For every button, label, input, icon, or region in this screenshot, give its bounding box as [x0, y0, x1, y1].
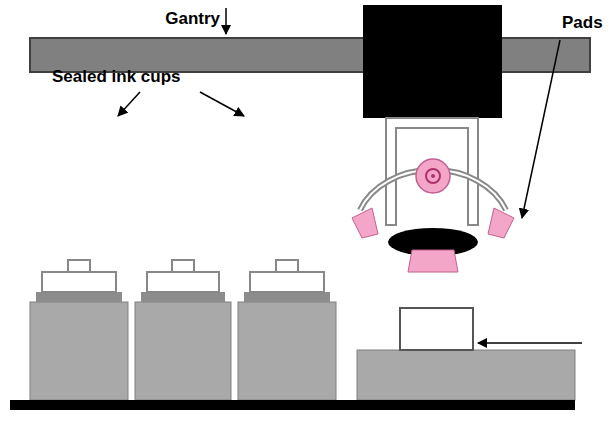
pad	[416, 159, 450, 193]
part-stand	[357, 350, 575, 400]
leader-line	[522, 40, 560, 218]
pad	[352, 208, 378, 238]
leader-line	[478, 342, 582, 344]
part-label: Gantry	[165, 10, 220, 29]
leader-line	[118, 92, 140, 116]
carriage-block	[363, 5, 502, 118]
part-label: Pads	[562, 14, 603, 33]
printed-part	[400, 308, 473, 350]
leader-line	[225, 8, 227, 34]
ink-cups	[30, 260, 336, 400]
pad	[488, 208, 514, 238]
part-label: Sealed ink cups	[52, 68, 181, 87]
leader-line	[200, 92, 244, 116]
gantry-bar	[30, 38, 590, 72]
pad	[408, 250, 458, 272]
pad-holder	[386, 118, 478, 225]
base-plate	[10, 400, 575, 410]
